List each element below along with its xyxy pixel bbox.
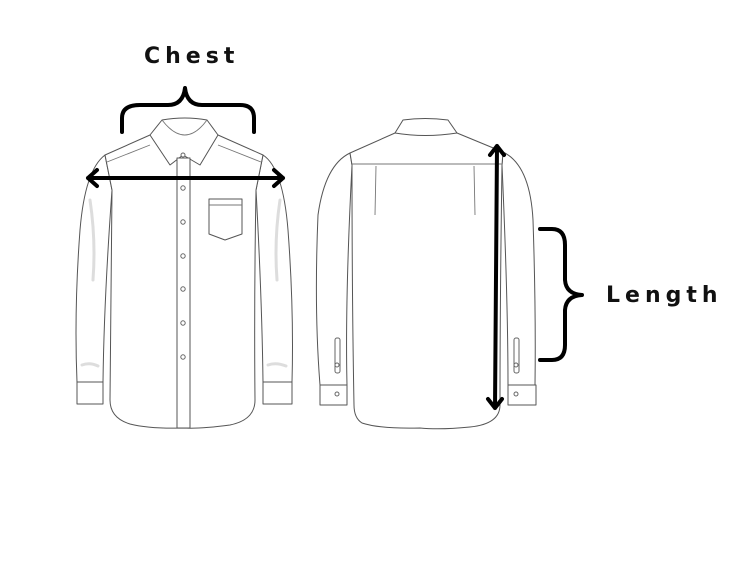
- length-brace: [538, 227, 584, 362]
- back-right-sleeve: [501, 151, 536, 386]
- back-body: [349, 132, 504, 430]
- chest-arrow: [86, 168, 285, 188]
- chest-label: Chest: [144, 44, 240, 69]
- back-cuff-buttons: [334, 337, 520, 397]
- front-right-cuff: [262, 381, 293, 405]
- front-left-cuff: [76, 381, 104, 405]
- length-label: Length: [606, 283, 723, 308]
- front-pocket: [208, 198, 243, 241]
- front-shirt: [75, 117, 293, 429]
- back-collar: [394, 118, 458, 136]
- back-left-cuff: [319, 384, 348, 406]
- front-collar: [149, 117, 219, 166]
- chest-measurement: [86, 86, 285, 188]
- length-arrow: [486, 144, 506, 410]
- chest-brace: [120, 86, 256, 134]
- front-buttons: [180, 152, 186, 360]
- front-right-sleeve: [255, 154, 293, 383]
- front-placket: [176, 157, 191, 429]
- length-measurement: [486, 144, 584, 410]
- back-right-cuff: [507, 384, 537, 406]
- back-shirt: [315, 118, 537, 430]
- back-left-sleeve: [315, 152, 353, 386]
